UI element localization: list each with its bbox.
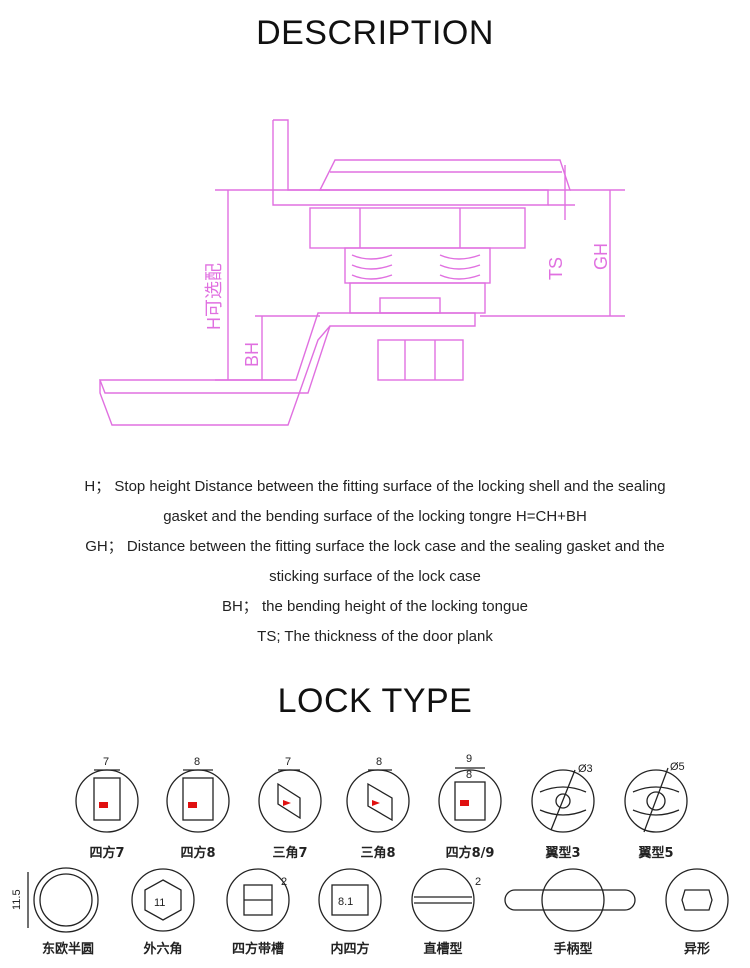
dim-label: 8 bbox=[194, 756, 200, 768]
lock-wing5-icon bbox=[624, 769, 688, 833]
h-label: H可选配 bbox=[204, 263, 224, 330]
gh-label: GH bbox=[591, 243, 611, 270]
desc-line: sticking surface of the lock case bbox=[269, 568, 481, 585]
lock-cap bbox=[318, 159, 571, 191]
ts-label: TS bbox=[546, 257, 566, 280]
lock-special-icon bbox=[665, 868, 729, 932]
desc-line: BH； the bending height of the locking to… bbox=[221, 598, 529, 615]
bh-label: BH bbox=[242, 342, 262, 367]
hex-nut bbox=[309, 207, 526, 249]
lock-slot-icon bbox=[411, 868, 475, 932]
lock-label: 四方带槽 bbox=[231, 942, 284, 957]
lock-inner-sq-icon bbox=[318, 868, 382, 932]
lock-label: 三角7 bbox=[272, 846, 308, 861]
lock-handle-icon bbox=[541, 868, 605, 932]
bottom-nut bbox=[377, 339, 464, 381]
dim-label: 8 bbox=[466, 769, 472, 781]
description-title: DESCRIPTION bbox=[256, 14, 494, 52]
dim-label: 11.5 bbox=[11, 889, 23, 910]
lock-label: 四方8/9 bbox=[445, 846, 495, 861]
lock-label: 手柄型 bbox=[553, 942, 593, 957]
lock-tri7-icon bbox=[258, 769, 322, 833]
lock-sq-groove-icon bbox=[226, 868, 290, 932]
dim-label: 11 bbox=[154, 897, 165, 909]
dim-label: 8 bbox=[376, 756, 382, 768]
dim-label: 7 bbox=[285, 756, 291, 768]
lock-label: 异形 bbox=[683, 942, 710, 957]
dim-label: Ø5 bbox=[670, 761, 685, 773]
desc-line: TS; The thickness of the door plank bbox=[257, 628, 493, 645]
lock-hex-icon bbox=[131, 868, 195, 932]
dim-label: Ø3 bbox=[578, 763, 593, 775]
lock-label: 翼型3 bbox=[545, 846, 581, 861]
lock-dimension-diagram: H可选配 BH TS GH bbox=[98, 119, 625, 426]
desc-line: H； Stop height Distance between the fitt… bbox=[84, 478, 666, 495]
lock-label: 四方7 bbox=[89, 846, 125, 861]
desc-line: GH； Distance between the fitting surface… bbox=[85, 538, 665, 555]
lock-sq8-icon bbox=[166, 769, 230, 833]
lock-label: 东欧半圆 bbox=[41, 942, 94, 957]
dim-label: 8.1 bbox=[338, 896, 353, 908]
description-text: H； Stop height Distance between the fitt… bbox=[0, 472, 750, 652]
desc-line: gasket and the bending surface of the lo… bbox=[163, 508, 587, 525]
dim-label: 7 bbox=[103, 756, 109, 768]
lock-label: 外六角 bbox=[143, 942, 183, 957]
locking-tongue bbox=[98, 312, 476, 394]
lock-sq7-icon bbox=[75, 769, 139, 833]
dim-label: 9 bbox=[466, 753, 472, 765]
lock-label: 直槽型 bbox=[423, 942, 463, 957]
lock-type-title: LOCK TYPE bbox=[277, 682, 473, 720]
lock-eu-half-icon bbox=[33, 867, 99, 933]
lock-label: 翼型5 bbox=[638, 846, 674, 861]
lock-tri8-icon bbox=[346, 769, 410, 833]
lock-type-grid: 7 8 7 8 9 8 Ø3 Ø5 11.5 11 2 8.1 2 bbox=[11, 753, 729, 933]
lock-sq89-icon bbox=[438, 769, 502, 833]
door-plate bbox=[272, 119, 549, 206]
lock-label: 三角8 bbox=[360, 846, 396, 861]
lock-wing3-icon bbox=[531, 769, 595, 833]
lock-label: 内四方 bbox=[330, 942, 370, 957]
lock-label: 四方8 bbox=[180, 846, 216, 861]
dim-label: 2 bbox=[281, 876, 287, 888]
dim-label: 2 bbox=[475, 876, 481, 888]
